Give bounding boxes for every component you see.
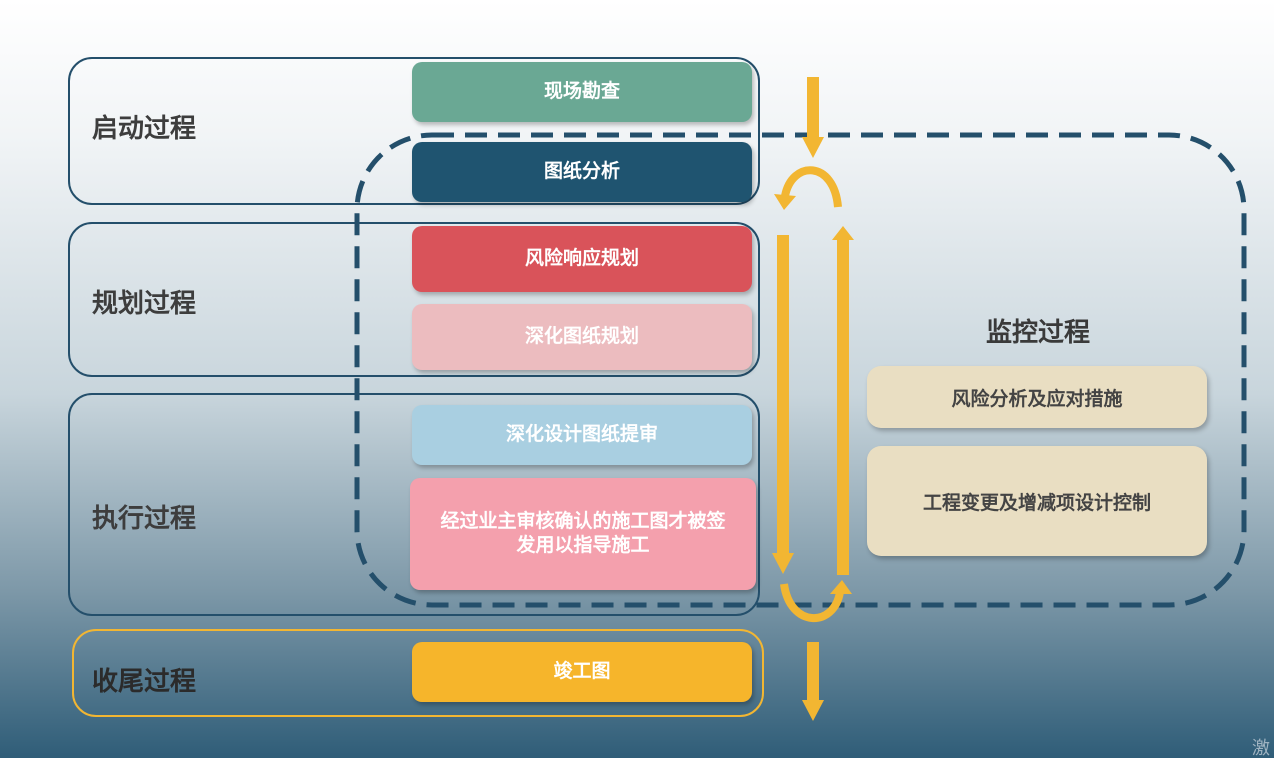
planning-phase-label: 规划过程 <box>92 289 197 319</box>
initiation-phase-label: 启动过程 <box>92 114 197 144</box>
initiation-phase-box <box>68 57 760 205</box>
owner-confirmed-issue-step: 经过业主审核确认的施工图才被签发用以指导施工 <box>410 478 756 590</box>
execution-phase-label: 执行过程 <box>92 504 197 534</box>
closing-phase-box <box>72 629 764 717</box>
site-survey-step: 现场勘查 <box>412 62 752 122</box>
change-control-step: 工程变更及增减项设计控制 <box>867 446 1207 556</box>
risk-response-planning-step: 风险响应规划 <box>412 226 752 292</box>
left-down-arrow <box>772 235 794 574</box>
closing-phase-label: 收尾过程 <box>92 667 197 697</box>
corner-watermark: 激 <box>1252 738 1270 759</box>
top-down-arrow <box>802 77 824 158</box>
monitoring-phase-label: 监控过程 <box>986 318 1091 348</box>
bottom-loop-arrow <box>780 580 852 622</box>
right-up-arrow <box>832 226 854 575</box>
monitoring-dashed-boundary <box>354 132 1247 608</box>
bottom-down-arrow <box>802 642 824 721</box>
risk-analysis-step: 风险分析及应对措施 <box>867 366 1207 428</box>
as-built-drawing-step: 竣工图 <box>412 642 752 702</box>
detailed-drawing-planning-step: 深化图纸规划 <box>412 304 752 370</box>
detailed-design-submission-step: 深化设计图纸提审 <box>412 405 752 465</box>
planning-phase-box <box>68 222 760 377</box>
drawing-analysis-step: 图纸分析 <box>412 142 752 202</box>
top-loop-arrow <box>774 166 842 210</box>
execution-phase-box <box>68 393 760 616</box>
